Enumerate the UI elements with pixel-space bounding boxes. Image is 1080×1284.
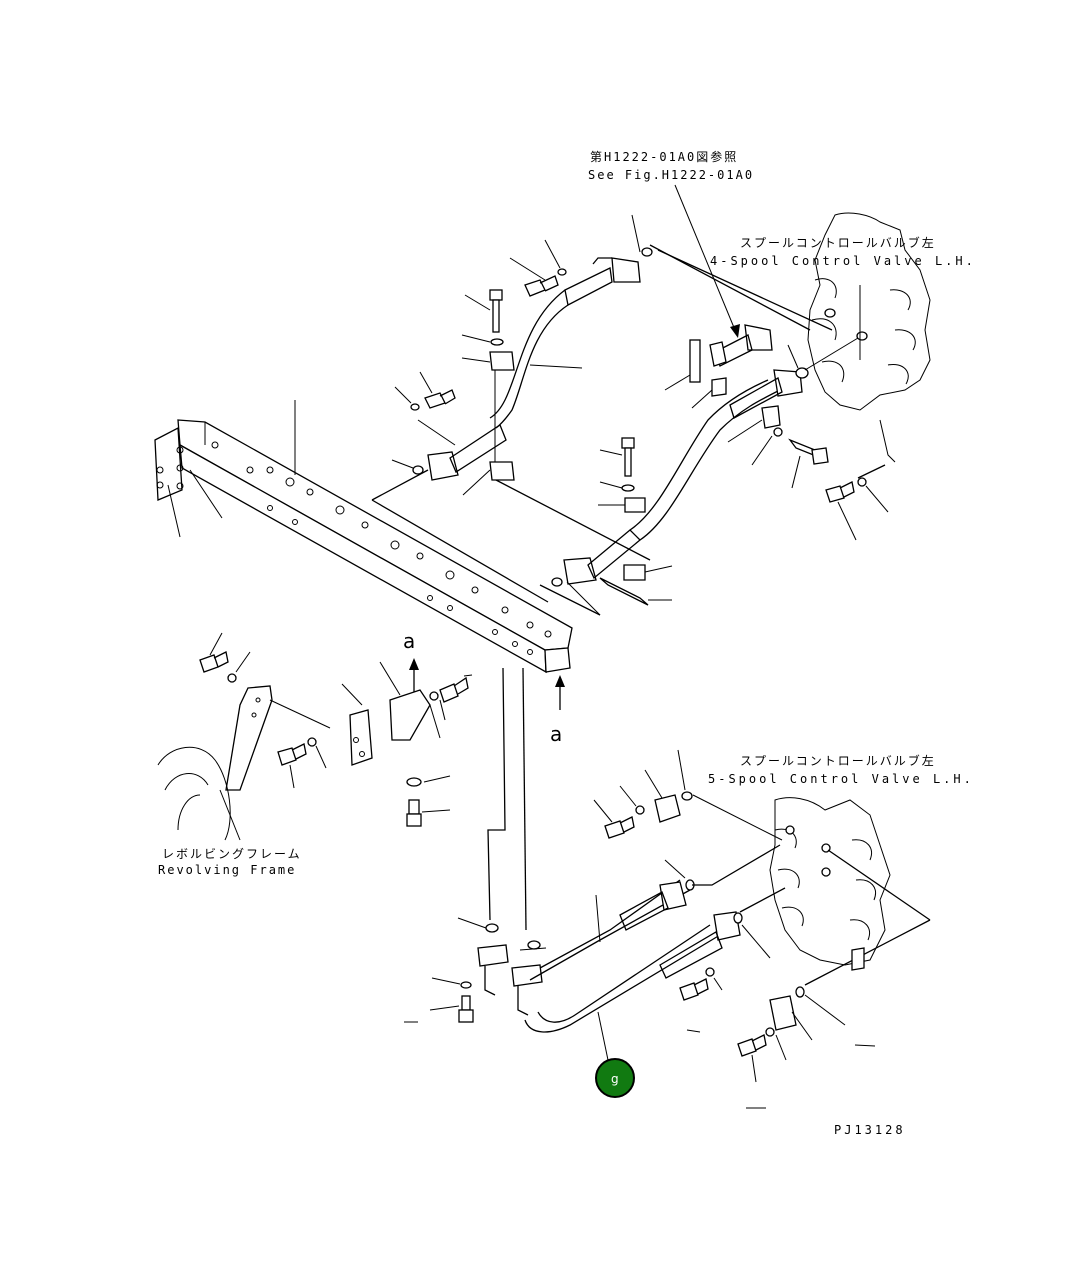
upper-fasteners <box>391 214 673 616</box>
frame-beam <box>154 400 573 674</box>
valve5-label-en: 5-Spool Control Valve L.H. <box>708 772 974 786</box>
view-mark-bottom: a <box>550 722 562 746</box>
ref-fig-label-jp: 第H1222-01A0図参照 <box>590 149 738 164</box>
lower-hose-assembly <box>404 749 931 1109</box>
item-badge[interactable]: g <box>595 1058 635 1098</box>
frame-label-en: Revolving Frame <box>158 863 296 877</box>
view-mark-top: a <box>403 629 415 653</box>
item-badge-label: g <box>611 1072 619 1086</box>
arrow-up-icon <box>555 675 565 710</box>
valve5-label-jp: スプールコントロールバルブ左 <box>740 753 936 768</box>
valve4-assembly <box>664 184 931 541</box>
frame-label-jp: レボルビングフレーム <box>162 847 302 861</box>
ref-fig-label-en: See Fig.H1222-01A0 <box>588 168 754 182</box>
upper-hose-assembly <box>371 244 833 616</box>
bracket-assembly <box>157 632 473 841</box>
valve4-label-jp: スプールコントロールバルブ左 <box>740 235 936 250</box>
vertical-pipes <box>457 667 547 951</box>
drawing-number: PJ13128 <box>834 1123 906 1137</box>
valve4-label-en: 4-Spool Control Valve L.H. <box>710 254 976 268</box>
